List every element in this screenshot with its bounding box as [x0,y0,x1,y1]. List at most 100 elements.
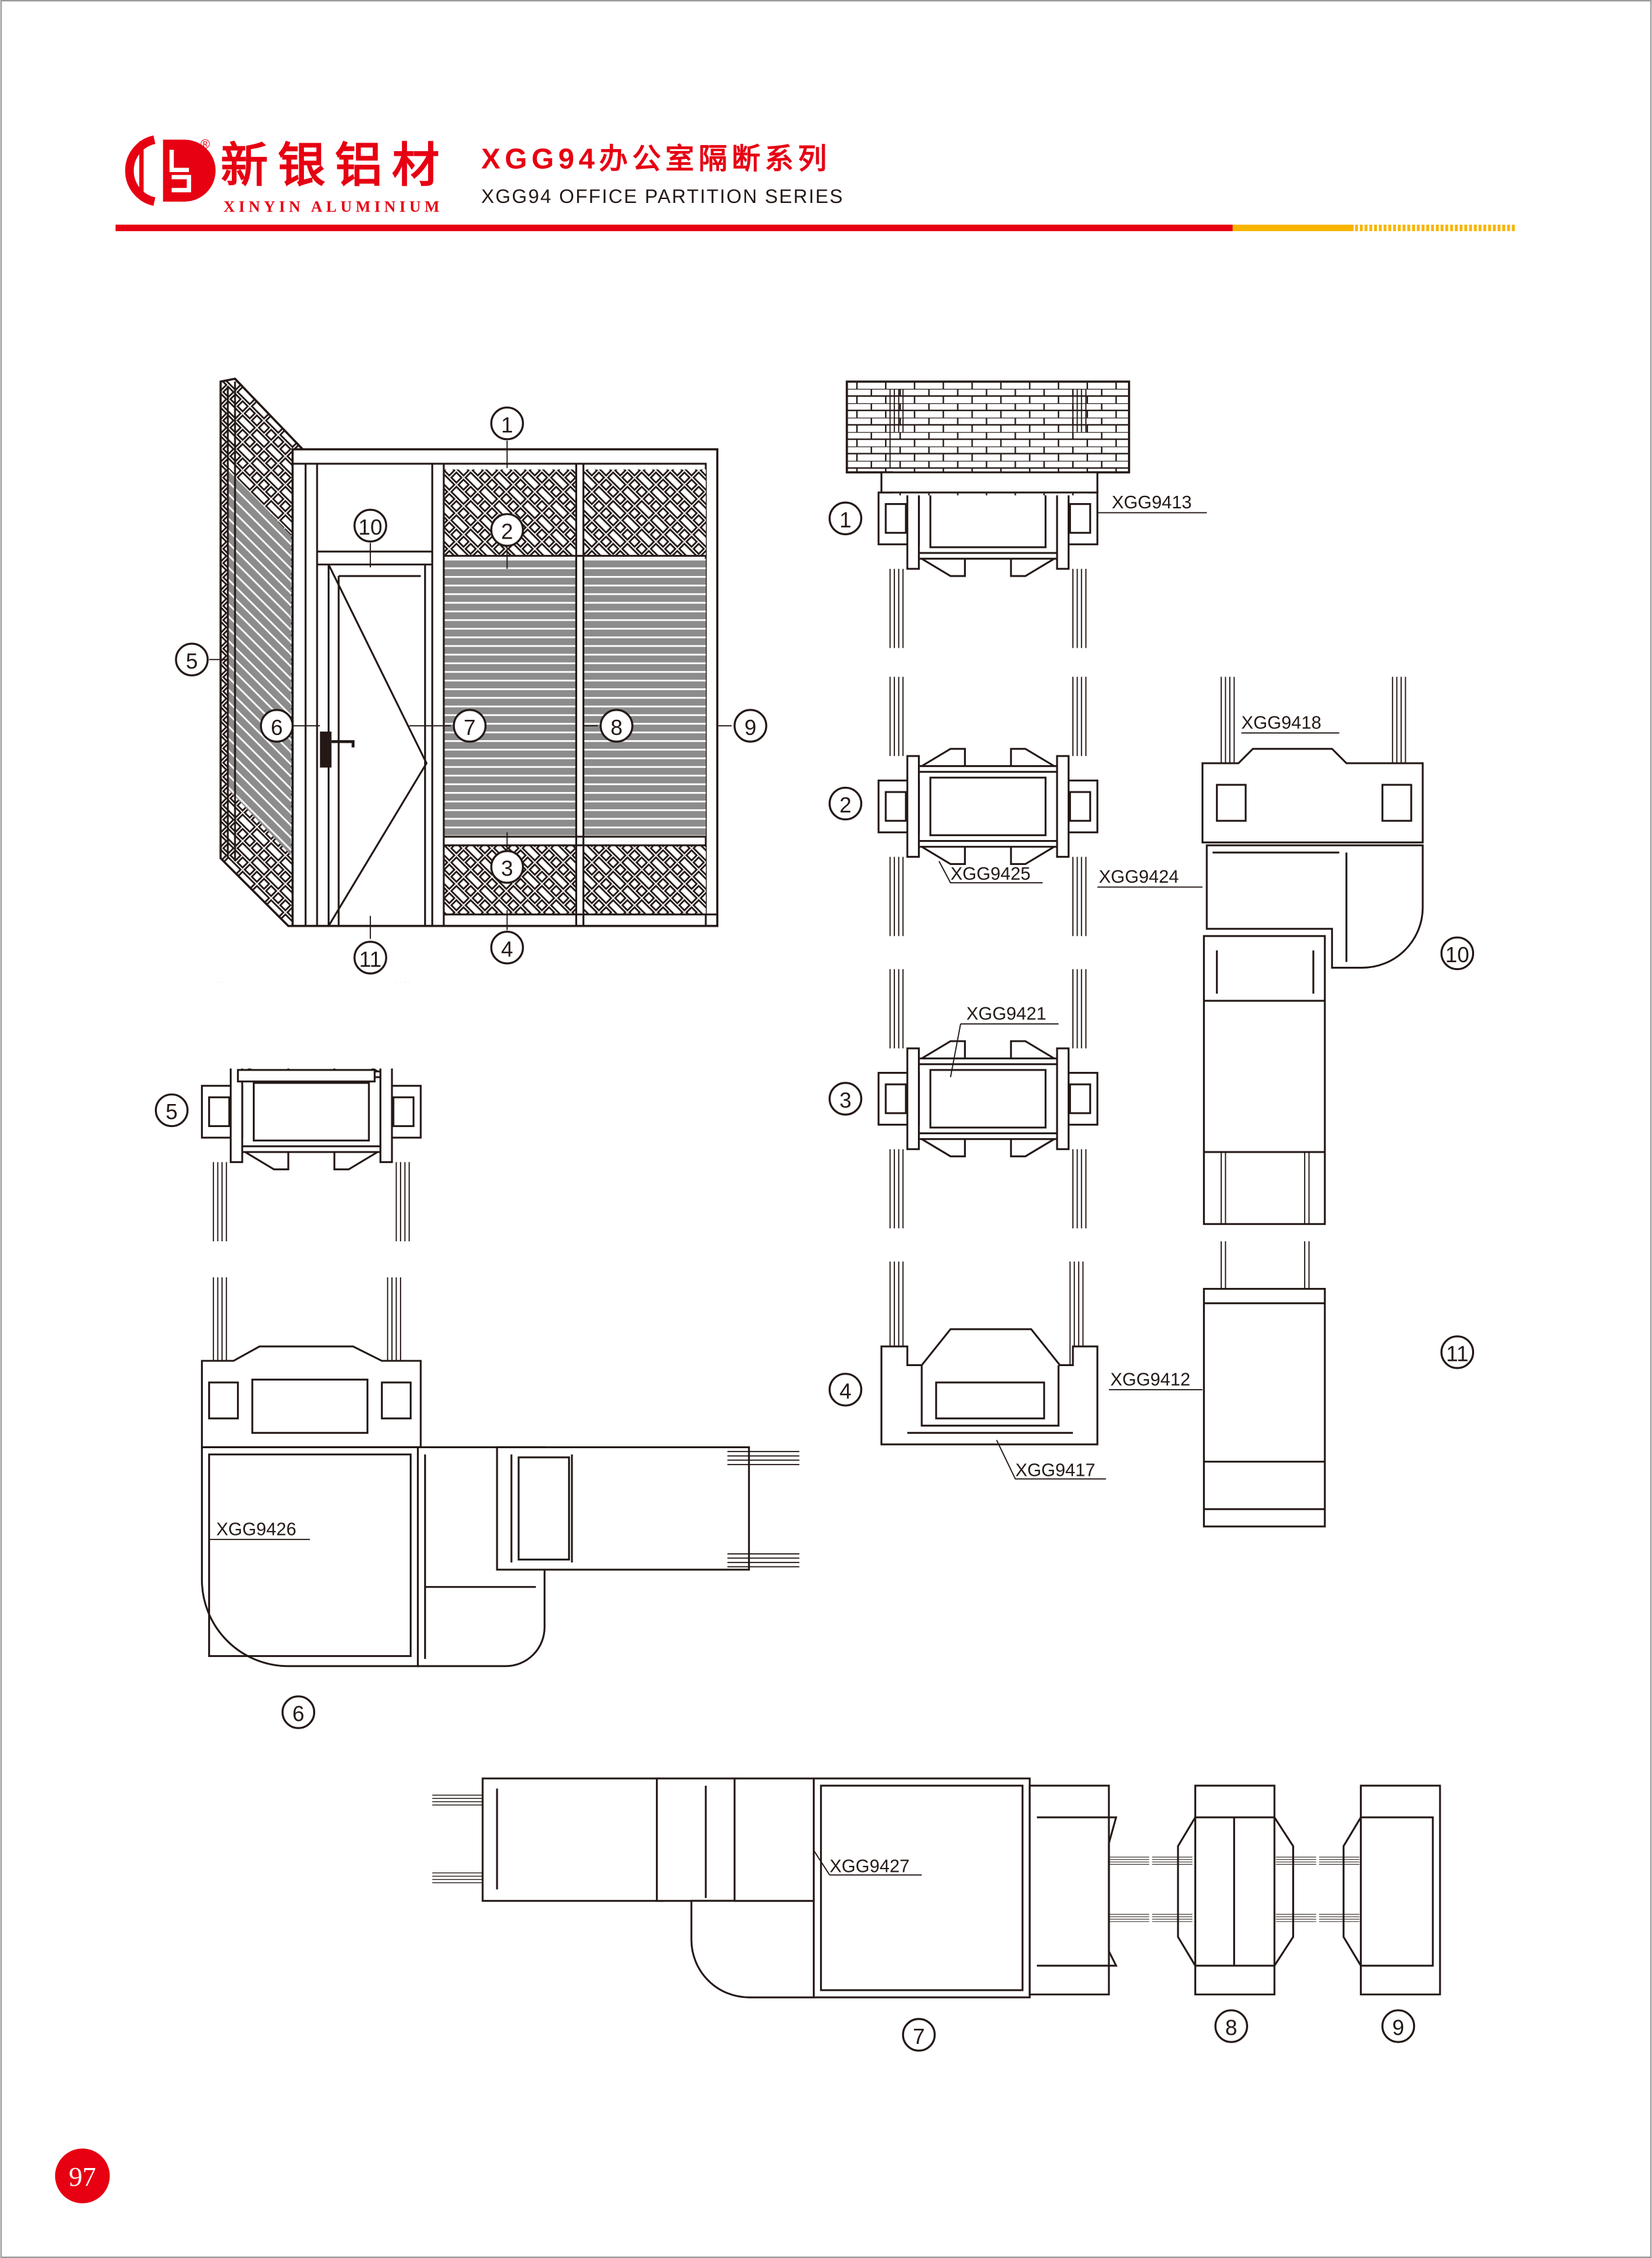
section-callout-number: 4 [839,1379,851,1404]
header-rule-dash [1402,225,1406,231]
header-rule-dash [1492,225,1496,231]
header-rule-dash [1469,225,1472,231]
logo-mark-icon [125,135,216,206]
header-rule-dash [1416,225,1420,231]
elevation-callout-number: 11 [359,947,381,971]
header-rule-dash [1507,225,1510,231]
elevation-callout-number: 7 [464,715,475,740]
header-rule-dash [1378,225,1382,231]
section-callout-circle [828,1373,863,1407]
header-rule-dash [1459,225,1463,231]
page-number-badge [54,2148,110,2203]
section-callout-number: 1 [839,508,851,532]
section-callout-number: 10 [1445,942,1469,967]
section-callout-number: 3 [839,1088,851,1113]
header-rule-dash [1450,225,1453,231]
header-rule-dash [1412,225,1415,231]
header-rule-dash [1369,225,1372,231]
elevation-callout-number: 9 [745,715,756,740]
part-code-xgg9421: XGG9421 [967,1003,1047,1023]
elevation-callout-circle [490,513,524,547]
elevation-callout-number: 1 [501,412,513,437]
header-rule-dash [1511,225,1515,231]
elevation-callout-circle [490,931,524,965]
section-callout-number: 8 [1225,2016,1237,2040]
series-title-cn: XGG94办公室隔断系列 [481,143,827,175]
section-callout-circle [828,786,863,821]
header-rule-dash [1388,225,1391,231]
header-rule-dash [1454,225,1458,231]
section-callout-circle [828,1082,863,1116]
elevation-callout-number: 6 [271,715,282,740]
section-callout-number: 7 [913,2024,924,2048]
section-callout-number: 9 [1392,2016,1404,2040]
section-7-8-9-mullions [431,1777,1441,1999]
section-callout-circle [154,1093,189,1128]
header-rule-dash [1488,225,1491,231]
header-rule-dash [1497,225,1501,231]
header-rule-dash [1393,225,1397,231]
part-code-xgg9425: XGG9425 [951,864,1031,884]
header-rule-dash [1478,225,1482,231]
header-rule-red [115,225,1233,231]
section-callout-circle [902,2018,936,2052]
part-code-xgg9424: XGG9424 [1098,866,1179,887]
header-rule-dash [1473,225,1477,231]
part-code-xgg9412: XGG9412 [1110,1369,1190,1389]
header-rule-dash [1364,225,1368,231]
elevation-callout-number: 4 [501,937,513,961]
header-rule-dash [1502,225,1506,231]
elevation-callout-number: 5 [186,649,198,673]
section-callout-number: 2 [839,793,851,817]
header-rule-yellow [1232,225,1354,231]
header-rule-dash [1374,225,1378,231]
registered-mark: ® [200,137,210,152]
header-rule-dash [1407,225,1410,231]
part-code-xgg9418: XGG9418 [1242,712,1322,732]
header-rule-dash [1431,225,1434,231]
brand-name-en: XINYIN ALUMINIUM [223,198,439,215]
section-4-base [880,1261,1098,1446]
header-rule-dash [1426,225,1429,231]
header-rule-dash [1445,225,1448,231]
section-callout-number: 5 [165,1099,177,1124]
part-code-leader-lines [209,512,1339,1876]
elevation-callout-circle [353,941,387,975]
header-rule-dash [1422,225,1425,231]
header-rule-dash [1383,225,1387,231]
page-number: 97 [69,2162,97,2192]
header-rule-dash [1360,225,1363,231]
elevation-callout-circle [259,709,294,743]
elevation-callout-circle [452,709,487,743]
elevation-callout-circle [599,709,634,743]
header-rule-dash [1397,225,1401,231]
series-title-en: XGG94 OFFICE PARTITION SERIES [481,186,842,208]
part-code-xgg9413: XGG9413 [1112,492,1192,512]
header-rule-dash [1483,225,1487,231]
elevation-callout-circle [733,709,768,743]
section-6-corner [201,1277,800,1668]
section-callout-circle [1440,936,1475,971]
header-rule-dash [1441,225,1444,231]
section-callout-circle [828,501,863,535]
callout-circles [154,406,1475,2052]
header-rule-dash [1435,225,1439,231]
elevation-callout-number: 8 [611,715,622,740]
header-rule-dash [1355,225,1359,231]
section-1-head [846,380,1131,650]
section-callout-circle [1214,2009,1248,2043]
elevation-callout-circle [490,850,524,884]
elevation-callout-number: 3 [501,856,513,881]
section-10-11-door [1201,676,1424,1528]
elevation-callout-number: 2 [501,520,513,544]
section-5-corner-transom [187,981,433,1243]
section-callout-number: 6 [292,1702,304,1726]
brand-name-cn: 新银铝材 [221,138,439,193]
part-code-xgg9427: XGG9427 [829,1855,909,1876]
part-code-xgg9426: XGG9426 [216,1518,296,1539]
header-rule-dash [1464,225,1467,231]
section-callout-circle [281,1695,316,1729]
section-callout-circle [1440,1335,1475,1369]
